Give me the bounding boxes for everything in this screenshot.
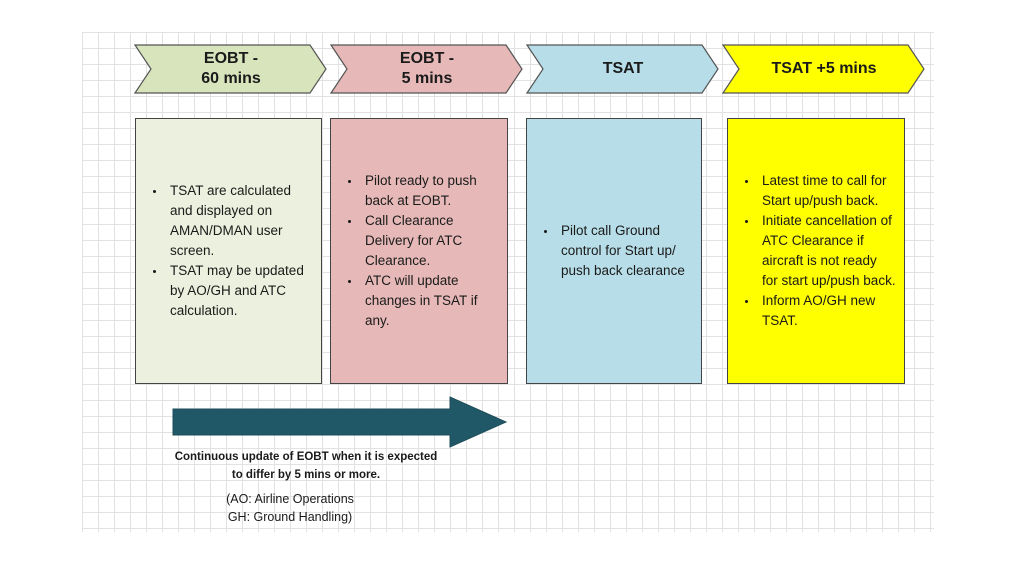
- caption-line: to differ by 5 mins or more.: [231, 469, 381, 481]
- stage-tsat-plus-5: TSAT +5 mins: [722, 44, 926, 94]
- bullet-item: Call Clearance Delivery for ATC Clearanc…: [361, 211, 499, 271]
- stage-label: TSAT: [602, 60, 644, 77]
- stage-chevron-fill: [526, 44, 719, 94]
- stage-chevron-shape: [134, 44, 327, 94]
- bullet-list: Latest time to call for Start up/push ba…: [728, 171, 904, 331]
- stage-label: EOBT - 60 mins: [201, 50, 261, 87]
- arrow-shape: [172, 396, 508, 448]
- stage-label: EOBT - 5 mins: [399, 50, 455, 87]
- stage-eobt-60: EOBT - 60 mins: [134, 44, 328, 94]
- box-eobt-5: Pilot ready to push back at EOBT. Call C…: [330, 118, 508, 384]
- stage-label: TSAT +5 mins: [771, 60, 877, 77]
- bullet-item: Pilot call Ground control for Start up/ …: [557, 221, 693, 281]
- bullet-item: Inform AO/GH new TSAT.: [758, 291, 896, 331]
- bullet-item: Pilot ready to push back at EOBT.: [361, 171, 499, 211]
- bullet-list: Pilot call Ground control for Start up/ …: [527, 221, 701, 281]
- stage-chevron-fill: [330, 44, 523, 94]
- arrow-caption: Continuous update of EOBT when it is exp…: [150, 448, 462, 484]
- stage-chevron-fill: [134, 44, 327, 94]
- stage-tsat: TSAT: [526, 44, 720, 94]
- abbreviation-legend: (AO: Airline Operations GH: Ground Handl…: [190, 490, 390, 526]
- box-tsat-plus-5: Latest time to call for Start up/push ba…: [727, 118, 905, 384]
- legend-line: (AO: Airline Operations: [226, 492, 354, 506]
- bullet-item: TSAT are calculated and displayed on AMA…: [166, 181, 313, 261]
- bullet-list: Pilot ready to push back at EOBT. Call C…: [331, 171, 507, 331]
- stage-chevron-shape: [330, 44, 523, 94]
- bullet-item: Latest time to call for Start up/push ba…: [758, 171, 896, 211]
- stage-chevron-shape: [722, 44, 925, 94]
- box-tsat: Pilot call Ground control for Start up/ …: [526, 118, 702, 384]
- stage-chevron-shape: [526, 44, 719, 94]
- bullet-item: Initiate cancellation of ATC Clearance i…: [758, 211, 896, 291]
- stage-chevron-fill: [722, 44, 925, 94]
- bullet-item: TSAT may be updated by AO/GH and ATC cal…: [166, 261, 313, 321]
- stage-eobt-5: EOBT - 5 mins: [330, 44, 524, 94]
- box-eobt-60: TSAT are calculated and displayed on AMA…: [135, 118, 322, 384]
- bullet-list: TSAT are calculated and displayed on AMA…: [136, 181, 321, 321]
- caption-line: Continuous update of EOBT when it is exp…: [174, 451, 438, 463]
- legend-line: GH: Ground Handling): [227, 510, 353, 524]
- eobt-update-arrow: [172, 396, 508, 448]
- bullet-item: ATC will update changes in TSAT if any.: [361, 271, 499, 331]
